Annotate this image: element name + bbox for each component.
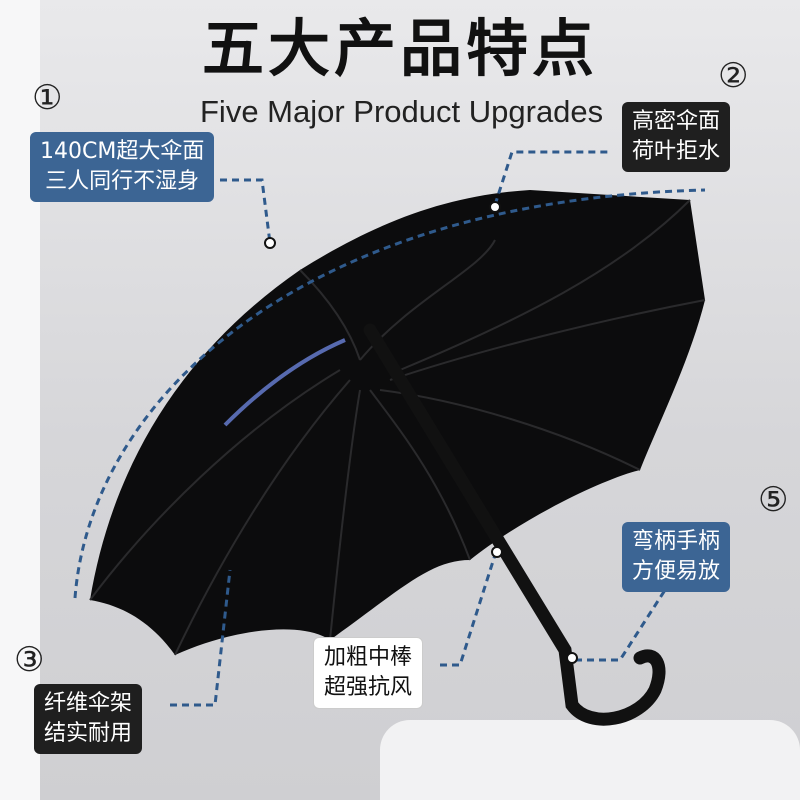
feature-line: 方便易放: [632, 559, 721, 584]
feature-number-5: ⑤: [758, 480, 789, 520]
feature-label-handle: 弯柄手柄 方便易放: [622, 522, 731, 592]
feature-line: 纤维伞架: [44, 691, 133, 716]
umbrella-canopy: [90, 190, 705, 655]
umbrella-shaft-handle: [363, 323, 666, 726]
feature-number-3: ③: [14, 640, 45, 680]
feature-line: 超强抗风: [324, 675, 413, 700]
callout-lines: [73, 150, 706, 707]
umbrella-ribs: [89, 199, 706, 656]
feature-line: 加粗中棒: [324, 645, 413, 670]
feature-label-canopy-size: 140CM超大伞面 三人同行不湿身: [30, 132, 215, 202]
feature-line: 高密伞面: [632, 109, 721, 134]
feature-number-1: ①: [32, 78, 63, 118]
page-title: 五大产品特点: [201, 12, 598, 85]
feature-line: 三人同行不湿身: [45, 169, 200, 194]
callout-dots: [264, 201, 578, 664]
feature-number-2: ②: [718, 56, 749, 96]
feature-line: 结实耐用: [44, 721, 133, 746]
feature-line: 荷叶拒水: [632, 139, 721, 164]
feature-line: 弯柄手柄: [632, 529, 721, 554]
light-reflection: [223, 338, 346, 427]
page-subtitle: Five Major Product Upgrades: [200, 94, 604, 129]
feature-label-shaft: 加粗中棒 超强抗风: [313, 637, 424, 709]
feature-label-frame: 纤维伞架 结实耐用: [34, 684, 143, 754]
feature-label-fabric: 高密伞面 荷叶拒水: [622, 102, 731, 172]
feature-line: 140CM超大伞面: [40, 139, 205, 164]
pedestal: [380, 720, 800, 800]
